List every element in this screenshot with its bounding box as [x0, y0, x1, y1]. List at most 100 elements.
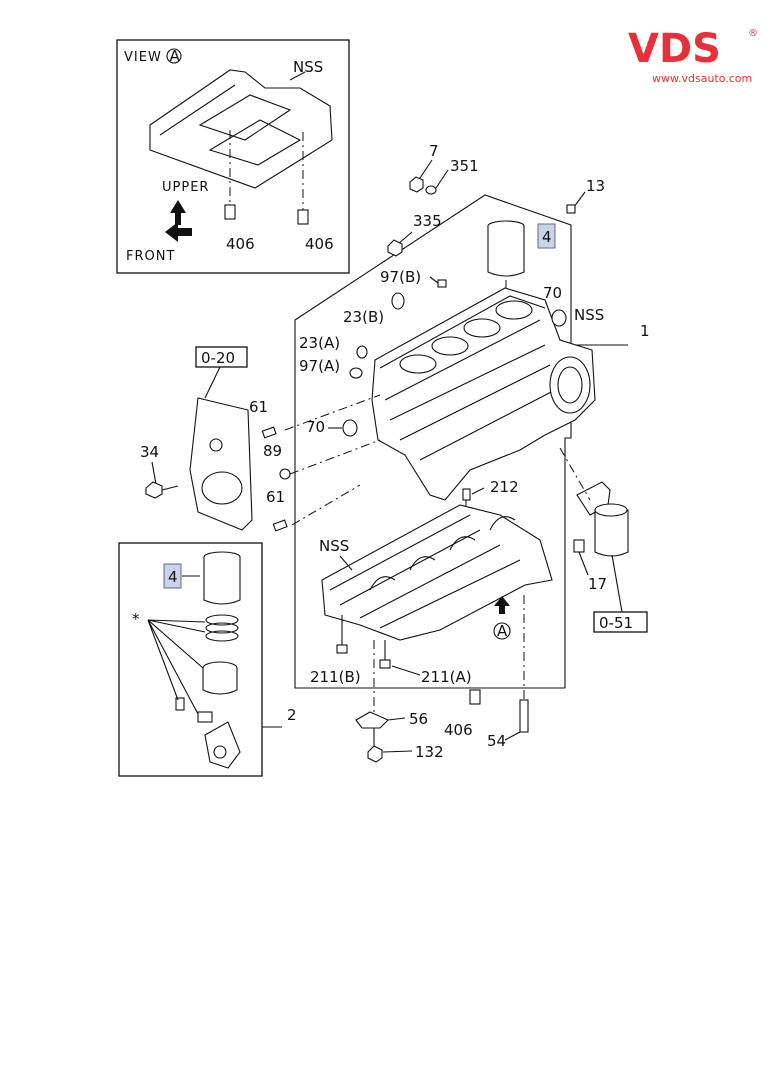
ref-0-20: 0-20	[201, 349, 235, 367]
logo-brand: VDS	[628, 26, 721, 72]
piston-ring-2	[205, 622, 239, 634]
front-plate-group: 0-20 34	[140, 346, 253, 531]
con-rod-bore	[213, 745, 227, 759]
view-inset-part-406-left: 406	[226, 235, 255, 253]
inset-part-4-highlight	[163, 563, 182, 589]
view-a-arrow-icon	[494, 596, 510, 614]
asterisk-leaders	[147, 619, 206, 715]
bolt-335	[387, 239, 403, 257]
plug-23b	[391, 292, 405, 310]
p34-leader	[151, 461, 157, 485]
top-fasteners: 7 351 13 335 4	[387, 142, 605, 318]
front-arrow-icon	[165, 222, 192, 242]
view-inset-nss: NSS	[293, 58, 323, 76]
dowel-guide-bottom	[291, 484, 361, 526]
crankcase-body	[321, 504, 553, 641]
label-17: 17	[588, 575, 607, 593]
nss-lower-leader	[339, 555, 353, 571]
label-nss-right: NSS	[574, 306, 604, 324]
plug-70-left	[342, 419, 358, 437]
label-23b: 23(B)	[343, 308, 384, 326]
piston	[202, 668, 238, 695]
p132-leader	[382, 750, 413, 753]
p7-leader	[419, 159, 433, 179]
cylinder-liner-4	[487, 226, 525, 277]
p56-leader	[387, 717, 406, 721]
p17-leader	[578, 551, 589, 576]
view-inset-letter: A	[170, 47, 181, 65]
vds-logo: VDS ® www.vdsauto.com	[628, 26, 758, 85]
block-side-ribs	[384, 319, 556, 461]
assembly-outline	[294, 194, 628, 689]
washer-351	[425, 185, 437, 195]
ref-0-20-leader	[204, 366, 221, 399]
ref-0-51-leader	[611, 554, 623, 613]
connecting-rod	[204, 721, 241, 769]
label-54: 54	[487, 732, 506, 750]
plug-89	[279, 468, 291, 480]
dowel-406-right	[297, 209, 309, 225]
label-212: 212	[490, 478, 519, 496]
plug-70-top	[551, 309, 567, 327]
rear-flange	[549, 356, 591, 414]
bolt-211b-head	[336, 644, 348, 654]
label-61-top: 61	[249, 398, 268, 416]
view-a-marker-letter: A	[497, 622, 508, 640]
cylinder-block	[371, 287, 596, 501]
inset-cylinder-liner	[203, 557, 241, 605]
label-2: 2	[287, 706, 297, 724]
front-label: FRONT	[126, 249, 175, 264]
label-4: 4	[542, 228, 552, 246]
label-406: 406	[444, 721, 473, 739]
bolt-211a-head	[379, 659, 391, 669]
bore-4	[495, 300, 533, 320]
dowel-406-bottom	[469, 689, 481, 705]
bore-2	[431, 336, 469, 356]
p212-leader	[471, 487, 485, 495]
piston-pin	[197, 711, 213, 723]
piston-inset: 2 4 *	[118, 542, 297, 777]
upper-label: UPPER	[162, 180, 209, 195]
logo-url: www.vdsauto.com	[652, 72, 752, 85]
label-132: 132	[415, 743, 444, 761]
block-deck-edge	[379, 295, 546, 369]
oil-filter-top	[594, 503, 628, 517]
nss-leader	[289, 71, 306, 81]
ref-0-20-box	[195, 346, 248, 368]
bore-1	[399, 354, 437, 374]
label-97a: 97(A)	[299, 357, 340, 375]
oil-filter-group: 0-51 17	[559, 447, 648, 633]
view-a-marker-circle	[493, 622, 511, 640]
plug-guide-89	[289, 439, 381, 475]
view-inset-title: VIEW	[124, 50, 162, 65]
block-underside-shape	[149, 69, 333, 189]
label-70-left: 70	[306, 418, 325, 436]
label-211b: 211(B)	[310, 668, 361, 686]
label-nss-lower: NSS	[319, 537, 349, 555]
front-plate-hole	[209, 438, 223, 452]
lower-crankcase: 212 NSS A 211(B) 211(A)	[310, 478, 553, 720]
crankcase-ribs	[329, 514, 521, 629]
label-34: 34	[140, 443, 159, 461]
bolt-132	[367, 745, 383, 763]
main-bearing-saddles	[369, 516, 516, 591]
inset-label-4: 4	[168, 568, 178, 586]
nut-7	[409, 176, 424, 193]
view-letter-circle	[166, 48, 182, 64]
piston-ring-1	[205, 614, 239, 626]
block-side-parts: 97(B) 70 NSS 23(B) 1 23(A) 97(A) 61 70 8…	[249, 268, 650, 532]
label-61-bottom: 61	[266, 488, 285, 506]
ref-0-51-box	[593, 611, 648, 633]
assembly-outline-frame	[294, 194, 572, 689]
bolt-34-shank	[161, 485, 179, 491]
view-a-inset: VIEW A NSS UPPER FRONT 406 406	[116, 39, 350, 274]
dowel-406-left	[224, 204, 236, 220]
bottom-parts: 56 132 406 54	[355, 689, 529, 763]
pin-212	[462, 488, 471, 501]
plug-97b	[437, 279, 447, 288]
front-plate-bore	[201, 471, 243, 505]
label-56: 56	[409, 710, 428, 728]
plug-97a	[349, 367, 363, 379]
plug-13	[566, 204, 576, 214]
